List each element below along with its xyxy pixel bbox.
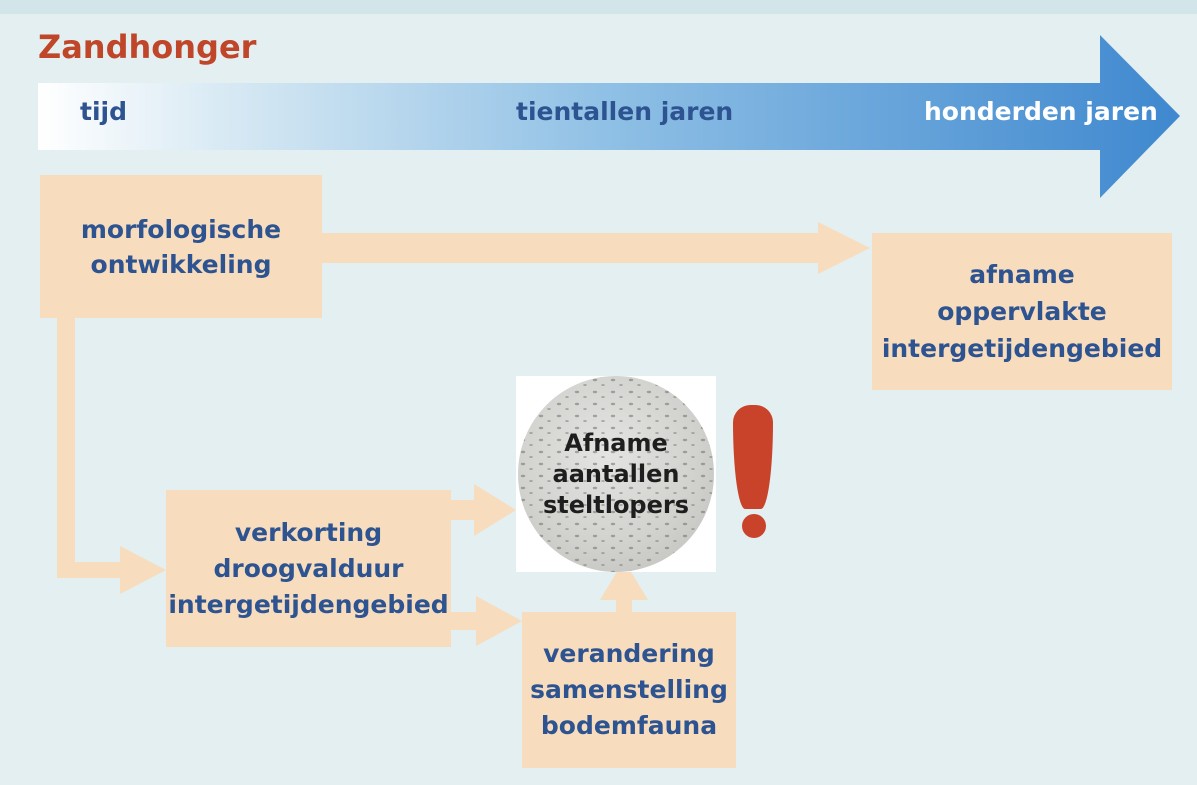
arrow-morphology-to-dryduration (57, 318, 166, 594)
box-area-decrease: afname oppervlakte intergetijdengebied (872, 233, 1172, 390)
timeline-label-start: tijd (80, 97, 127, 126)
box-benthic-fauna: verandering samenstelling bodemfauna (522, 612, 736, 768)
arrow-dryduration-to-center (451, 484, 516, 536)
exclamation-mark-icon (733, 405, 773, 509)
arrow-fauna-to-center (600, 560, 648, 612)
diagram-title: Zandhonger (38, 28, 257, 66)
birds-pattern (518, 376, 714, 572)
timeline-label-end: honderden jaren (924, 97, 1158, 126)
exclamation-dot-icon (742, 514, 766, 538)
center-photo-frame: Afname aantallen steltlopers (516, 376, 716, 572)
box-morphological-development: morfologische ontwikkeling (40, 175, 322, 318)
box-dry-duration: verkorting droogvalduur intergetijdengeb… (166, 490, 451, 647)
timeline-label-middle: tientallen jaren (516, 97, 734, 126)
timeline-arrow (38, 35, 1180, 198)
wader-photo-circle: Afname aantallen steltlopers (518, 376, 714, 572)
arrow-dryduration-to-fauna (451, 596, 522, 646)
arrow-morphology-to-area (322, 222, 870, 274)
center-text: Afname aantallen steltlopers (542, 428, 690, 519)
